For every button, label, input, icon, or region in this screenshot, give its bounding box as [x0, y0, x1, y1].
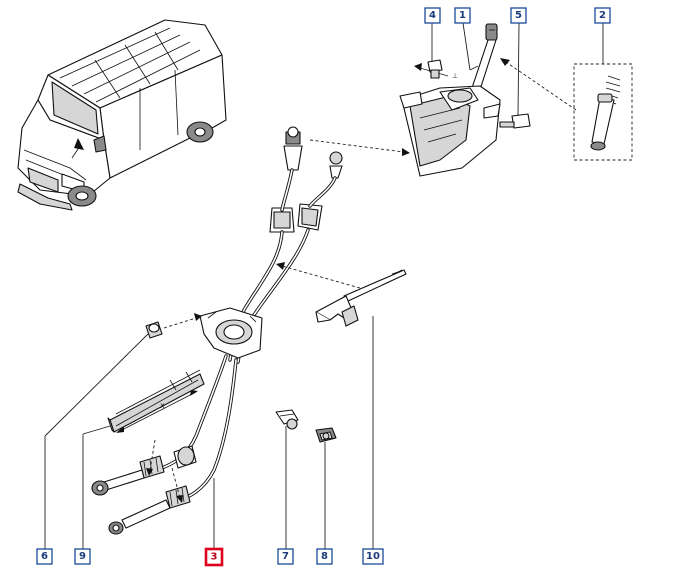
- gear-lever-housing: ⊥: [399, 23, 501, 177]
- clip-7: [275, 409, 299, 430]
- dimension-x-label: x: [160, 401, 165, 410]
- callout-1[interactable]: 1: [454, 7, 471, 24]
- leader-lines: [44, 22, 604, 549]
- svg-text:7: 7: [282, 551, 289, 562]
- callout-2[interactable]: 2: [594, 7, 611, 24]
- callout-9[interactable]: 9: [74, 548, 91, 565]
- svg-text:1: 1: [459, 10, 466, 21]
- van-illustration: [17, 19, 227, 211]
- svg-text:6: 6: [41, 551, 48, 562]
- svg-text:5: 5: [515, 10, 522, 21]
- assembly-arrows: [163, 58, 577, 329]
- svg-text:10: 10: [366, 551, 380, 562]
- svg-text:⊥: ⊥: [452, 72, 458, 80]
- callout-8[interactable]: 8: [316, 548, 333, 565]
- svg-text:2: 2: [599, 10, 606, 21]
- callout-10[interactable]: 10: [362, 548, 384, 565]
- gearshift-cables: [91, 126, 343, 535]
- svg-text:3: 3: [211, 552, 218, 563]
- callout-4[interactable]: 4: [424, 7, 441, 24]
- svg-text:4: 4: [429, 10, 436, 21]
- bolt-5: [499, 113, 531, 129]
- clip-8: [315, 427, 337, 443]
- bolt-4: [427, 59, 443, 79]
- cable-support-rod-10: [315, 269, 407, 327]
- callout-6[interactable]: 6: [36, 548, 53, 565]
- callout-3[interactable]: 3: [204, 547, 224, 567]
- callout-7[interactable]: 7: [277, 548, 294, 565]
- part-2-box: [573, 63, 633, 161]
- clip-6: [145, 321, 163, 339]
- callout-5[interactable]: 5: [510, 7, 527, 24]
- svg-text:8: 8: [321, 551, 328, 562]
- setting-gauge-9: x: [107, 369, 205, 503]
- svg-text:9: 9: [79, 551, 86, 562]
